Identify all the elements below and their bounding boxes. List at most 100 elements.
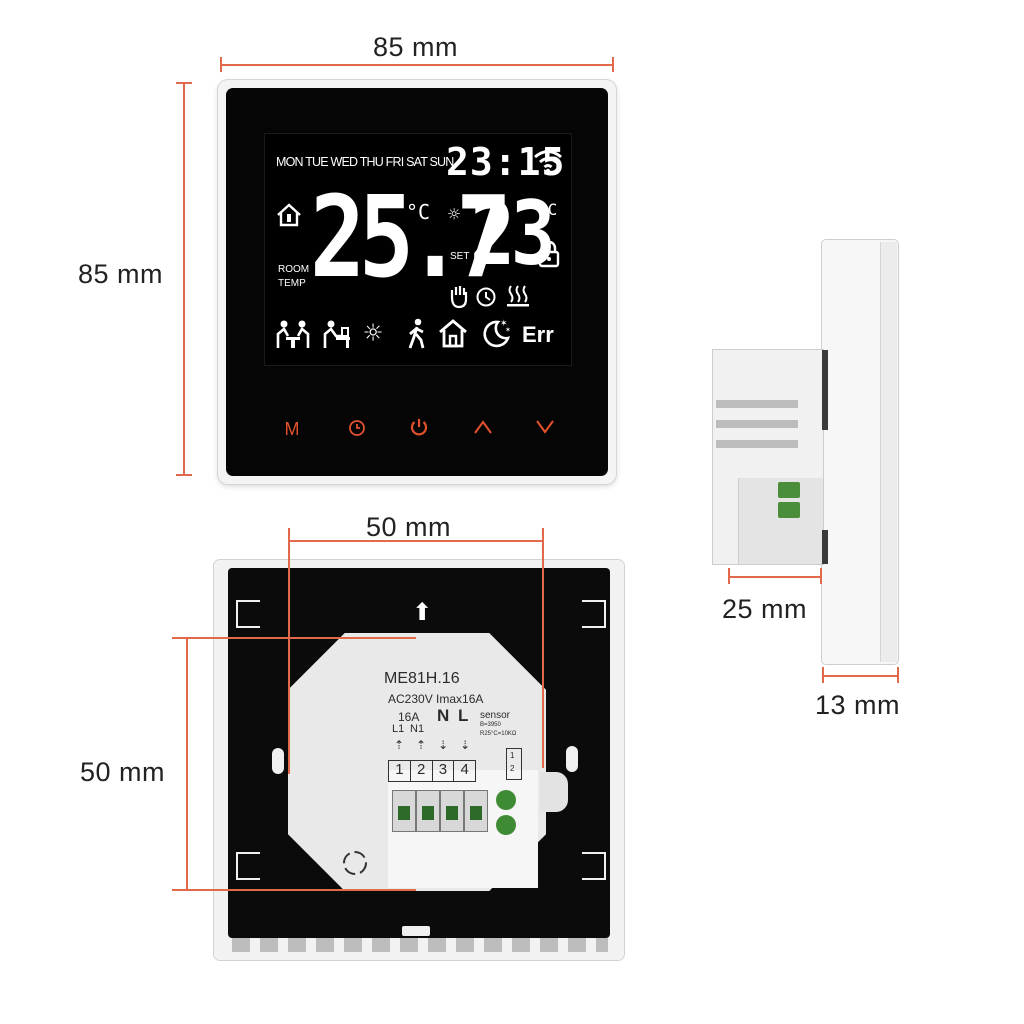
weekday-row: MON TUE WED THU FRI SAT SUN: [276, 155, 454, 169]
sensor-label: sensor: [480, 710, 511, 721]
mount-hole-right: [566, 746, 578, 772]
terminal-block-3: [440, 790, 464, 832]
back-arrow-mark: ⬆: [412, 599, 433, 626]
lcd-display: [264, 133, 572, 366]
terminal-screw-3: [446, 806, 458, 820]
front-width-line: [220, 64, 614, 66]
front-width-tick-left: [220, 57, 222, 72]
clock-button-icon[interactable]: [347, 418, 367, 438]
home-icon: [439, 319, 467, 348]
set-temperature: 23: [470, 182, 556, 285]
back-bottom-slots: [232, 938, 608, 952]
down-arrow-button-icon[interactable]: [534, 418, 556, 436]
side-depth-line: [729, 576, 821, 578]
front-height-tick-bottom: [176, 474, 192, 476]
lock-icon: [538, 240, 560, 268]
neutral-label-big: N: [437, 706, 450, 725]
room-label-1: ROOM: [278, 264, 310, 275]
model-number: ME81H.16: [384, 670, 460, 687]
back-height-line: [186, 638, 188, 890]
side-vent-2: [716, 420, 798, 428]
sensor-terminal-number: 2: [510, 764, 515, 773]
sensor-terminal-box: 1 2: [506, 748, 522, 780]
back-width-label: 50 mm: [366, 512, 452, 542]
person-working-icon: [323, 320, 350, 348]
mount-slot-tr: [582, 600, 606, 628]
sensor-terminal-number: 1: [510, 751, 515, 760]
sensor-screw-2: [496, 815, 516, 835]
mount-slot-br: [582, 852, 606, 880]
sensor-r-value: R25°C=10KΩ: [480, 731, 517, 737]
side-thickness-label: 13 mm: [815, 690, 901, 720]
side-depth-tick-left: [728, 568, 730, 584]
wifi-icon: [534, 150, 562, 174]
terminal-screw-4: [470, 806, 482, 820]
side-clip-bottom: [822, 530, 828, 564]
mount-hole-left: [272, 748, 284, 774]
set-label: SET: [450, 251, 470, 262]
back-bottom-tab: [402, 926, 430, 936]
front-width-label: 85 mm: [373, 32, 459, 62]
terminal-screw-1: [398, 806, 410, 820]
side-depth-label: 25 mm: [722, 594, 808, 624]
l1-label: L1: [392, 723, 405, 735]
sensor-b-value: B=3950: [480, 722, 501, 728]
line-label-big: L: [458, 706, 469, 725]
power-rating: AC230V Imax16A: [388, 692, 484, 706]
house-thermometer-icon: [277, 203, 301, 227]
side-vent-3: [716, 440, 798, 448]
clock-readout: 23:15: [446, 140, 566, 184]
svg-text:✶: ✶: [500, 319, 508, 329]
power-button-icon[interactable]: [408, 416, 430, 438]
side-clip-top: [822, 350, 828, 430]
back-width-line: [289, 540, 543, 542]
side-thickness-tick-left: [822, 667, 824, 683]
n1-label: N1: [410, 723, 425, 735]
side-thickness-tick-right: [897, 667, 899, 683]
sensor-screw-1: [496, 790, 516, 810]
back-height-tick-top: [172, 637, 416, 639]
back-width-tick-right: [542, 528, 544, 768]
current-rating: 16A: [398, 710, 420, 724]
side-terminal-2: [778, 502, 800, 518]
room-label-2: TEMP: [278, 278, 306, 289]
side-terminal-1: [778, 482, 800, 498]
side-vent-1: [716, 400, 798, 408]
front-width-tick-right: [612, 57, 614, 72]
back-height-tick-bottom: [172, 889, 416, 891]
heating-icon: [507, 285, 529, 307]
terminal-number: 2: [411, 761, 433, 781]
terminal-number: 4: [460, 761, 469, 778]
room-temperature: 25.7: [310, 173, 511, 303]
back-width-tick-left: [288, 528, 290, 774]
side-thickness-line: [823, 675, 899, 677]
side-depth-tick-right: [820, 568, 822, 584]
clock-icon: [476, 287, 496, 307]
front-height-tick-top: [176, 82, 192, 84]
terminal-number: 1: [389, 761, 411, 781]
terminal-number: 3: [433, 761, 455, 781]
sun-mode-icon: ☼: [364, 316, 383, 351]
terminal-screw-2: [422, 806, 434, 820]
moon-stars-icon: ✶ ✶: [483, 319, 511, 348]
room-unit: °C: [406, 200, 431, 224]
terminal-arrows: ⇡⇡⇣⇣: [394, 738, 483, 752]
error-indicator: Err: [522, 322, 554, 347]
wire-area-notch: [540, 772, 568, 812]
front-height-line: [183, 82, 185, 476]
back-height-label: 50 mm: [80, 757, 166, 787]
side-plate-edge: [880, 242, 897, 662]
walking-person-icon: [408, 318, 425, 349]
up-arrow-button-icon[interactable]: [472, 418, 494, 436]
mount-slot-bl: [236, 852, 260, 880]
mode-button[interactable]: M: [284, 419, 300, 439]
terminal-number-box: 1 2 3 4: [388, 760, 476, 782]
dial-icon: [343, 851, 367, 875]
hand-manual-icon: [450, 286, 468, 309]
set-unit: °C: [538, 200, 558, 219]
people-eating-icon: [276, 320, 310, 348]
front-height-label: 85 mm: [78, 259, 164, 289]
svg-text:✶: ✶: [505, 326, 511, 334]
mount-slot-tl: [236, 600, 260, 628]
sun-icon: ☼: [448, 202, 461, 226]
